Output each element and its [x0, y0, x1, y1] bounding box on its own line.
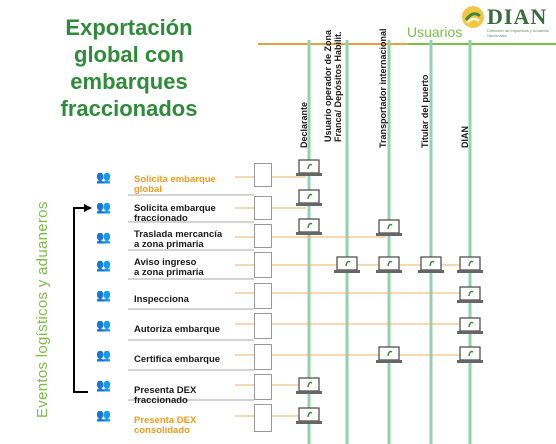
bracket-arrowhead: [84, 204, 92, 212]
usuarios-label: Usuarios: [407, 24, 463, 40]
laptop-icon: [456, 256, 484, 274]
logo-subtitle: Dirección de Impuestos y Aduanas Naciona…: [487, 28, 549, 38]
title-line-3: embarques: [70, 69, 188, 94]
title-line-4: fraccionados: [60, 96, 198, 121]
laptop-icon: [456, 286, 484, 304]
event-box: [254, 252, 272, 278]
event-7: Certifica embarque: [134, 354, 221, 365]
laptop-icon: [417, 256, 445, 274]
event-box: [254, 344, 272, 370]
event-box: [254, 224, 272, 248]
laptop-icon: [456, 346, 484, 364]
laptop-icon: [375, 256, 403, 274]
event-box: [254, 404, 272, 432]
laptop-icon: [295, 377, 323, 395]
logo-text: DIAN: [487, 4, 548, 29]
event-box: [254, 283, 272, 309]
header-divider-orange: [258, 43, 408, 45]
event-box: [254, 374, 272, 400]
page-title: Exportación global con embarques fraccio…: [0, 14, 258, 122]
header-divider-green: [408, 43, 556, 45]
laptop-icon: [295, 159, 323, 177]
dian-logo-icon: [462, 6, 484, 28]
event-box: [254, 313, 272, 339]
laptop-icon: [295, 407, 323, 425]
bracket-arrow: [73, 207, 88, 393]
title-line-1: Exportación: [65, 15, 193, 40]
laptop-icon: [375, 346, 403, 364]
laptop-icon: [295, 218, 323, 236]
event-box: [254, 196, 272, 220]
laptop-icon: [295, 189, 323, 207]
event-6: Autoriza embarque: [134, 324, 221, 335]
laptop-icon: [375, 219, 403, 237]
event-box: [254, 163, 272, 187]
laptop-icon: [456, 317, 484, 335]
title-line-2: global con: [74, 42, 184, 67]
event-5: Inspecciona: [134, 294, 189, 305]
laptop-icon: [333, 256, 361, 274]
